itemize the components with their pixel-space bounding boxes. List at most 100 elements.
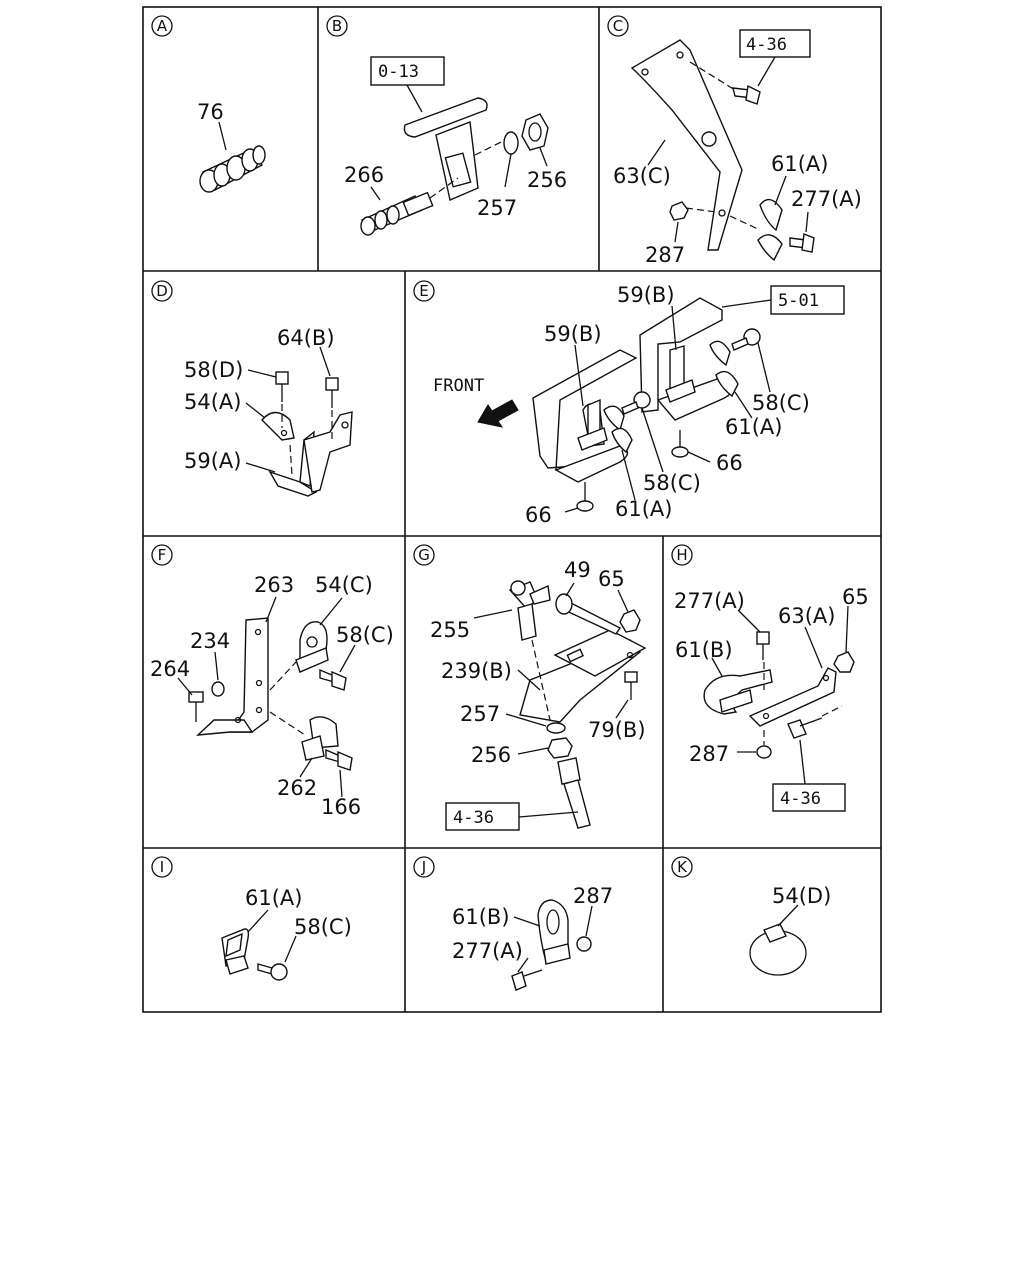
svg-text:B: B <box>332 17 342 35</box>
panel-d-letter-badge: D <box>151 280 173 302</box>
svg-text:0-13: 0-13 <box>378 62 419 82</box>
panel-h-letter-badge: H <box>671 544 693 566</box>
panel-c: C 4-36 <box>607 15 862 267</box>
part-label: 76 <box>197 100 224 124</box>
svg-text:I: I <box>160 858 164 876</box>
panel-i-letter-badge: I <box>151 856 173 878</box>
clip-61a <box>757 198 783 262</box>
bolt-58c <box>257 963 288 981</box>
panel-b-letter-badge: B <box>326 15 348 37</box>
part-label: 166 <box>321 795 361 819</box>
part-label: 266 <box>344 163 384 187</box>
part-label: 58(C) <box>294 915 352 939</box>
bracket-239b <box>519 629 647 723</box>
clamp-61b <box>703 669 773 715</box>
part-label: 277(A) <box>452 939 523 963</box>
part-label: 49 <box>564 558 591 582</box>
reference-box: 4-36 <box>772 783 846 812</box>
part-label: 277(A) <box>674 589 745 613</box>
reference-box: 4-36 <box>445 802 520 831</box>
bracket-plate <box>403 97 488 201</box>
part-label: 65 <box>842 585 869 609</box>
bolt-66-left <box>576 482 594 512</box>
clip-61a <box>221 928 250 975</box>
part-label: 61(A) <box>615 497 672 521</box>
part-label: 61(A) <box>245 886 302 910</box>
panel-i: I 61(A) 58(C) <box>151 856 352 981</box>
svg-text:F: F <box>158 546 167 564</box>
part-label: 59(A) <box>184 449 241 473</box>
part-label: 263 <box>254 573 294 597</box>
svg-text:E: E <box>419 282 428 300</box>
panel-e-letter-badge: E <box>413 280 435 302</box>
panel-h: H 4-36 <box>671 544 869 812</box>
svg-text:A: A <box>157 17 168 35</box>
part-label: 59(B) <box>617 283 675 307</box>
clip-61a-lower <box>603 405 633 454</box>
svg-text:4-36: 4-36 <box>746 35 787 55</box>
reference-box: 5-01 <box>770 285 845 315</box>
bracket-59b-upper <box>665 345 696 403</box>
nipple-fitting-266 <box>360 191 434 236</box>
bolt-277a <box>756 631 770 660</box>
hose-clamp-54d <box>749 923 807 976</box>
svg-text:J: J <box>421 858 426 876</box>
panel-k: K 54(D) <box>671 856 831 976</box>
panel-f: F <box>150 544 394 819</box>
clip-61a-upper <box>709 340 739 398</box>
clamp-61b <box>537 899 571 965</box>
bolt-166 <box>325 748 353 771</box>
part-label: 287 <box>573 884 613 908</box>
part-label: 287 <box>645 243 685 267</box>
svg-text:H: H <box>676 546 687 564</box>
part-label: 58(C) <box>643 471 701 495</box>
reference-box: 4-36 <box>739 29 811 58</box>
part-label: 59(B) <box>544 322 602 346</box>
part-label: 79(B) <box>588 718 646 742</box>
union-fitting-76 <box>199 145 266 193</box>
part-label: 61(B) <box>452 905 510 929</box>
panel-g: G <box>413 544 647 831</box>
bolt-79b <box>624 671 638 700</box>
bolt-58c <box>319 668 347 691</box>
elbow-fitting-255 <box>508 580 551 641</box>
part-label: 256 <box>471 743 511 767</box>
panel-a-letter-badge: A <box>151 15 173 37</box>
bolt-4-36 <box>732 84 761 105</box>
washer-234 <box>211 681 225 697</box>
nut-65 <box>833 651 855 673</box>
part-label: 239(B) <box>441 659 512 683</box>
clamp-54c <box>295 621 329 673</box>
panel-a: A 76 <box>151 15 266 193</box>
bolt-66-right <box>671 430 689 458</box>
nut-287 <box>669 201 689 221</box>
nut-256 <box>547 737 573 759</box>
bolt-277a <box>511 969 543 991</box>
svg-text:G: G <box>418 546 430 564</box>
panel-j-letter-badge: J <box>413 856 435 878</box>
bracket-63a <box>748 667 837 727</box>
part-label: 64(B) <box>277 326 335 350</box>
pipe-fitting <box>557 757 591 829</box>
bracket-59a <box>268 411 353 497</box>
panel-b: B 0-13 266 257 <box>326 15 567 236</box>
reference-box: 0-13 <box>370 56 445 86</box>
part-label: 264 <box>150 657 190 681</box>
bracket-59b-lower <box>577 398 608 451</box>
panel-d: D 58(D) 64(B) 54(A) 59(A) <box>151 280 353 497</box>
part-label: 61(A) <box>725 415 782 439</box>
snap-ring-257 <box>546 722 566 734</box>
bolt-58d <box>275 371 289 402</box>
bracket-63c <box>630 39 743 251</box>
part-label: 58(D) <box>184 358 243 382</box>
panel-c-letter-badge: C <box>607 15 629 37</box>
part-label: 257 <box>460 702 500 726</box>
part-label: 63(C) <box>613 164 671 188</box>
front-label: FRONT <box>433 376 484 396</box>
part-label: 257 <box>477 196 517 220</box>
panel-e: E FRONT <box>413 280 845 527</box>
part-label: 54(C) <box>315 573 373 597</box>
svg-text:D: D <box>156 282 168 300</box>
nut-65 <box>619 609 641 633</box>
part-label: 262 <box>277 776 317 800</box>
